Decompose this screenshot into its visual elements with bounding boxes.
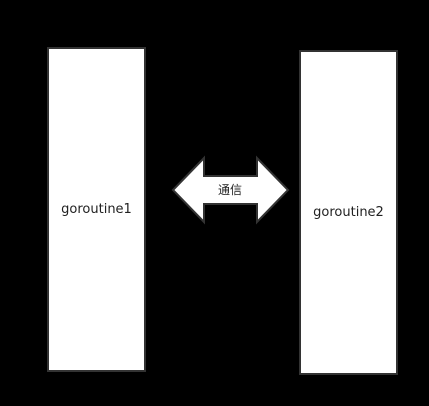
- goroutine1-label: goroutine1: [61, 202, 132, 217]
- goroutine1-node: goroutine1: [47, 47, 146, 372]
- goroutine2-label: goroutine2: [313, 205, 384, 220]
- goroutine2-node: goroutine2: [299, 50, 398, 375]
- communication-label: 通信: [218, 183, 242, 197]
- double-arrow-shape: [171, 155, 290, 225]
